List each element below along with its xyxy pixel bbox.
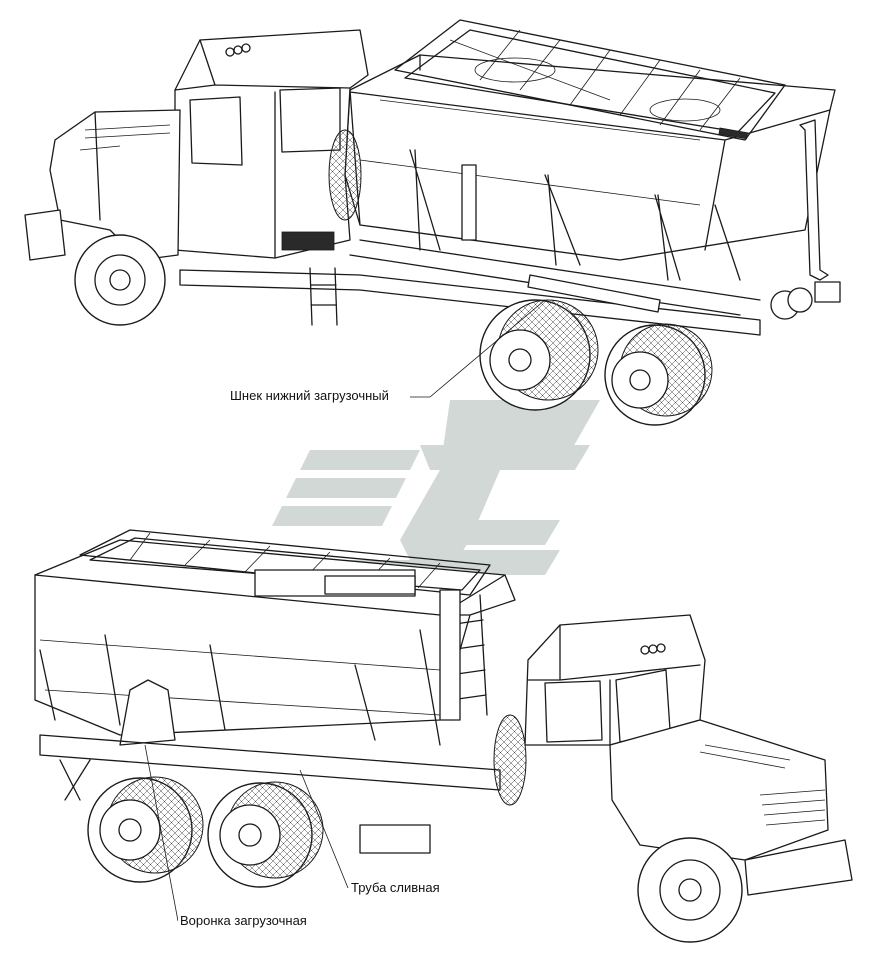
label-auger: Шнек нижний загрузочный (228, 388, 391, 404)
label-drain-pipe: Труба сливная (349, 880, 442, 896)
bottom-truck-drawing (34, 529, 853, 943)
label-hopper: Воронка загрузочная (178, 913, 309, 929)
top-truck-drawing (24, 19, 841, 426)
